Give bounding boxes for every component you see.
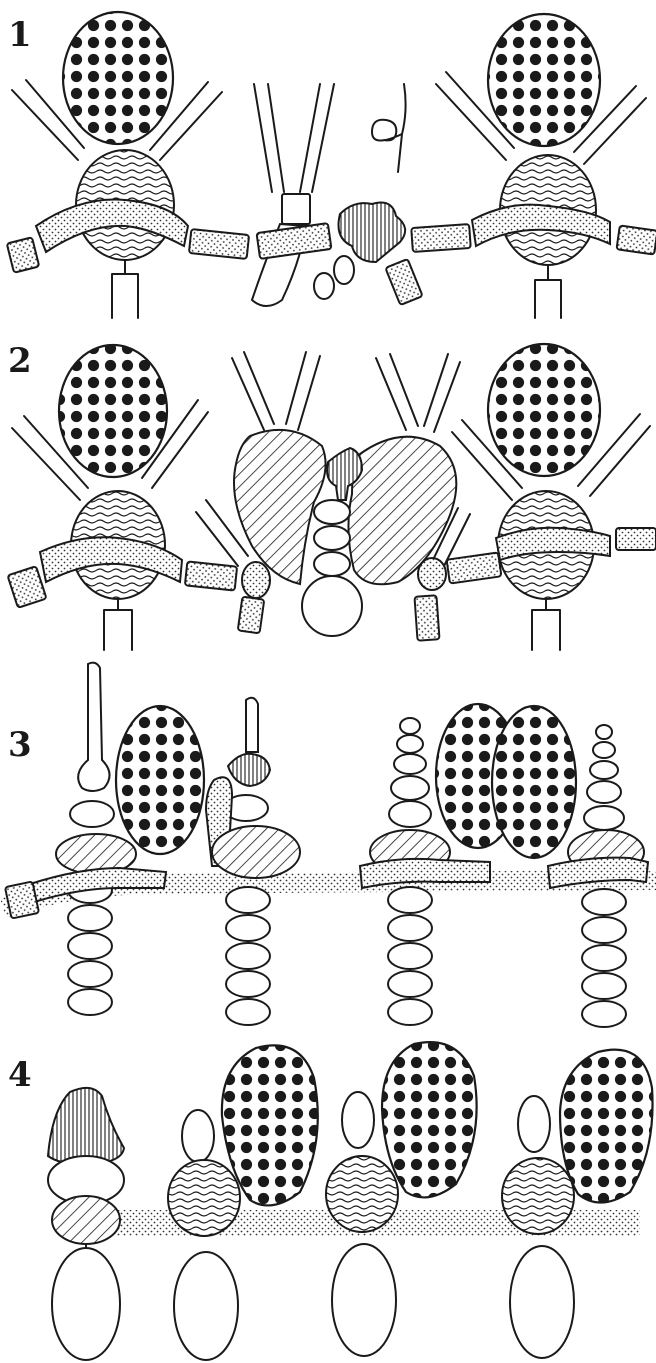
stem-bead [582,1001,626,1027]
central-arms [376,354,460,432]
stem-bead [582,917,626,943]
stem-bead [582,889,626,915]
white-node [182,1110,214,1162]
stem-bead [70,801,114,827]
stem-bead [596,725,612,739]
chain-segment [7,566,46,608]
spiral-strand [372,84,406,172]
dotted-antigen [63,12,173,144]
wavy-receptor [502,1158,574,1234]
stem-bead [388,887,432,913]
stem-base [302,576,362,636]
chain-segment [385,259,422,305]
stem-bead [68,961,112,987]
stem-bead [391,776,429,800]
probe-stalk [246,698,258,752]
small-fragment [314,273,334,299]
small-fragment [334,256,354,284]
striped-cap [228,754,270,786]
chain-segment [414,595,439,640]
dotted-antigen [488,344,600,476]
long-probe [78,663,109,791]
stem-bead [68,989,112,1015]
dotted-antigen [492,706,576,858]
stem-bead [226,971,270,997]
hatched-lobe-left [234,430,326,584]
stem-bead [388,915,432,941]
stem-bead [388,943,432,969]
stippled-node [418,558,446,590]
stem-bead [314,526,350,550]
stem-bead [314,500,350,524]
stem-bead [590,761,618,779]
stem-bead [226,943,270,969]
stem-bead [68,933,112,959]
striped-complement [339,203,406,263]
dotted-antigen [116,706,204,854]
stem-bead [314,552,350,576]
stem-bead [582,973,626,999]
white-node [342,1092,374,1148]
dotted-antigen [382,1042,477,1197]
stem-bottom [104,599,132,650]
chain-segment [7,237,39,272]
chain-segment [5,881,39,918]
chain-segment [447,552,502,583]
central-arms [232,352,320,430]
stem-bead [397,735,423,753]
stem-bead [389,801,431,827]
stem-bead [394,754,426,774]
hatched-node [52,1196,120,1244]
dotted-antigen [560,1050,653,1203]
stem-bead [400,718,420,734]
hatched-node [212,826,300,878]
chain-segment [617,225,656,254]
striped-cap [48,1088,124,1165]
stem-bead [226,887,270,913]
stem-bead [587,781,621,803]
white-node [518,1096,550,1152]
stem-bead [593,742,615,758]
chain-segment [238,597,265,634]
wavy-receptor [168,1160,240,1236]
stem-base [510,1246,574,1358]
panel-1-drawing [7,12,656,318]
stem-bead [226,915,270,941]
stem-base [52,1248,120,1360]
stem-bead [68,905,112,931]
chain-segment [189,229,249,259]
panel-2-drawing [7,344,656,650]
central-hinge [282,194,310,224]
stem-bottom [535,265,561,318]
chain-segment [616,528,656,550]
panel-3-drawing [0,663,656,1027]
stem-bead [226,999,270,1025]
chain-segment [257,223,332,259]
chain-segment [411,224,471,252]
central-arms [254,84,334,192]
panel-4-drawing [48,1042,653,1360]
chain-segment [185,561,237,590]
dotted-antigen [488,14,600,146]
dotted-antigen [59,345,167,477]
stem-base [332,1244,396,1356]
stippled-node [242,562,270,598]
stem-bead [388,999,432,1025]
wavy-receptor [326,1156,398,1232]
stem-base [174,1252,238,1360]
stem-bottom [112,260,138,318]
stem-bead [582,945,626,971]
stem-bead [388,971,432,997]
stem-bottom [532,599,560,650]
stem-bead [584,806,624,830]
